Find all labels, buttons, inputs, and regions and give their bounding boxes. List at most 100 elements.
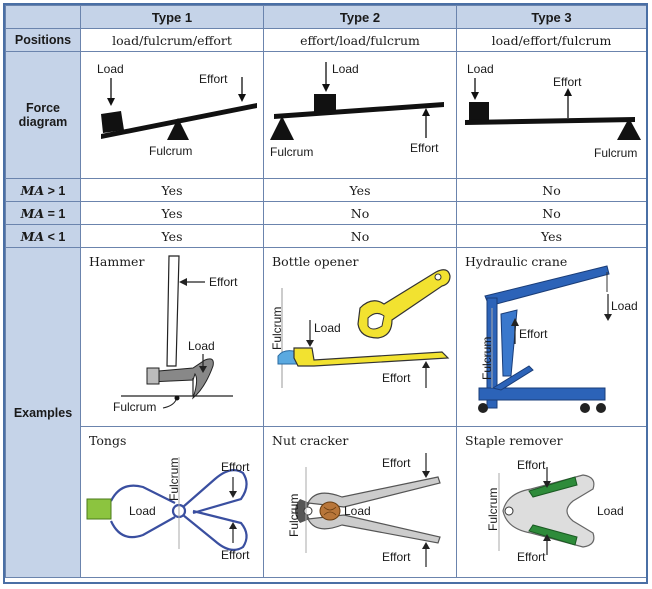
- ma-gt1-row: MA > 1 Yes Yes No: [5, 178, 646, 202]
- crane-load-arrowhead: [604, 314, 612, 321]
- ma-lt1-row: MA < 1 Yes No Yes: [5, 224, 646, 248]
- bottle-opener-title: Bottle opener: [272, 254, 359, 269]
- positions-row: Positions load/fulcrum/effort effort/loa…: [5, 28, 646, 52]
- examples-label: Examples: [5, 247, 81, 578]
- header-type-1: Type 1: [80, 5, 264, 29]
- lever-types-table-frame: Type 1 Type 2 Type 3 Positions load/fulc…: [3, 3, 648, 584]
- staple-remover-fulcrum-label: Fulcrum: [486, 488, 500, 531]
- ma-lt1-type-1: Yes: [80, 224, 264, 248]
- staple-remover-effort-label-top: Effort: [517, 458, 546, 472]
- tongs-held-object: [86, 498, 112, 520]
- type-3-effort-arrowhead: [564, 88, 572, 96]
- hydraulic-crane-title: Hydraulic crane: [465, 254, 568, 269]
- ma-eq1-type-3: No: [456, 201, 646, 225]
- opener-tool: [357, 269, 451, 339]
- type-3-diagram: Load Fulcrum Effort: [465, 62, 641, 160]
- force-diagram-type-2: Load Fulcrum Effort: [263, 51, 457, 179]
- tongs-fulcrum-label: Fulcrum: [167, 458, 181, 501]
- tongs-effort-label-bottom: Effort: [221, 548, 250, 562]
- type-3-effort-label: Effort: [553, 75, 582, 89]
- crane-load-label: Load: [611, 299, 638, 313]
- crane-effort-label: Effort: [519, 327, 548, 341]
- ma-eq1-row: MA = 1 Yes No No: [5, 201, 646, 225]
- nut-cracker-effort-arrowhead-top: [422, 471, 430, 478]
- hammer-title: Hammer: [89, 254, 145, 269]
- type-2-load-arrowhead: [322, 84, 330, 92]
- nut-cracker-title: Nut cracker: [272, 433, 349, 448]
- tongs-effort-label-top: Effort: [221, 460, 250, 474]
- hammer-load-label: Load: [188, 339, 215, 353]
- examples-row-1: Examples Hammer Fulcrum Effort Load: [5, 247, 646, 578]
- type-1-load-arrowhead: [107, 98, 115, 106]
- examples-row-2: Tongs Fulcrum Load Effort: [6, 426, 646, 578]
- type-3-fulcrum-triangle: [617, 118, 641, 140]
- type-3-load-label: Load: [467, 62, 494, 76]
- opener-effort-label: Effort: [382, 371, 411, 385]
- type-2-load-block: [314, 94, 336, 112]
- hammer-face: [146, 367, 160, 385]
- type-3-fulcrum-label: Fulcrum: [594, 146, 637, 160]
- staple-remover-effort-label-bottom: Effort: [517, 550, 546, 564]
- hydraulic-crane-illustration: Fulcrum Effort Load: [478, 265, 638, 413]
- positions-type-1: load/fulcrum/effort: [80, 28, 264, 52]
- crane-effort-arrowhead: [511, 318, 519, 326]
- staple-remover-illustration: Fulcrum Effort Effort Load: [486, 458, 624, 564]
- lever-types-table: Type 1 Type 2 Type 3 Positions load/fulc…: [5, 5, 646, 578]
- type-2-effort-label: Effort: [410, 141, 439, 155]
- staple-remover-effort-arrowhead-bottom: [543, 534, 551, 541]
- nut-cracker-load-label: Load: [344, 504, 371, 518]
- force-diagram-label: Force diagram: [5, 51, 81, 179]
- ma-lt1-label: MA < 1: [5, 224, 81, 248]
- tongs-effort-arrowhead-bottom: [229, 522, 237, 529]
- force-diagram-row: Force diagram Load Fulcrum Effort Load: [5, 51, 646, 179]
- tongs-title: Tongs: [89, 433, 127, 448]
- header-row: Type 1 Type 2 Type 3: [5, 5, 646, 29]
- ma-eq1-label: MA = 1: [5, 201, 81, 225]
- header-corner: [5, 5, 81, 29]
- ma-gt1-type-2: Yes: [263, 178, 457, 202]
- type-1-diagram: Load Fulcrum Effort: [97, 62, 257, 158]
- hammer-effort-arrowhead: [179, 278, 187, 286]
- hammer-fulcrum-dot: [174, 395, 180, 401]
- type-3-load-block: [469, 102, 489, 120]
- opener-lever-side-view: [293, 347, 450, 367]
- hammer-fulcrum-pointer: [162, 399, 177, 409]
- positions-type-3: load/effort/fulcrum: [456, 28, 646, 52]
- type-1-fulcrum-label: Fulcrum: [149, 144, 192, 158]
- type-1-fulcrum-triangle: [167, 118, 189, 140]
- type-1-load-label: Load: [97, 62, 124, 76]
- type-1-load-block: [101, 111, 124, 133]
- example-hammer: Hammer Fulcrum Effort Load: [80, 247, 264, 427]
- type-2-fulcrum-label: Fulcrum: [270, 145, 313, 159]
- hammer-handle: [166, 255, 180, 367]
- positions-type-2: effort/load/fulcrum: [263, 28, 457, 52]
- ma-gt1-type-1: Yes: [80, 178, 264, 202]
- staple-remover-load-label: Load: [597, 504, 624, 518]
- opener-fulcrum-label: Fulcrum: [270, 307, 284, 350]
- nut-cracker-effort-arrowhead-bottom: [422, 542, 430, 549]
- tongs-shape: [109, 468, 248, 552]
- staple-remover-shape: [502, 474, 595, 548]
- nut-cracker-illustration: Fulcrum Load Effort Effort: [287, 453, 441, 567]
- tongs-load-label: Load: [129, 504, 156, 518]
- example-bottle-opener: Bottle opener Fulcrum Load: [263, 247, 457, 427]
- type-3-lever-bar: [465, 117, 635, 125]
- force-diagram-type-3: Load Fulcrum Effort: [456, 51, 646, 179]
- positions-label: Positions: [5, 28, 81, 52]
- hammer-effort-label: Effort: [209, 275, 238, 289]
- example-staple-remover: Staple remover Fulcrum Effort Ef: [456, 426, 646, 578]
- tongs-illustration: Fulcrum Load Effort Effort: [86, 457, 250, 562]
- ma-lt1-type-3: Yes: [456, 224, 646, 248]
- ma-gt1-type-3: No: [456, 178, 646, 202]
- ma-eq1-type-1: Yes: [80, 201, 264, 225]
- opener-effort-arrowhead: [422, 361, 430, 368]
- tongs-effort-arrowhead-top: [229, 491, 237, 498]
- type-3-load-arrowhead: [471, 92, 479, 100]
- type-2-load-label: Load: [332, 62, 359, 76]
- force-diagram-label-line2: diagram: [18, 115, 68, 129]
- opener-load-arrowhead: [306, 340, 314, 347]
- type-2-effort-arrowhead: [422, 108, 430, 116]
- type-2-diagram: Load Fulcrum Effort: [270, 62, 444, 159]
- example-nut-cracker: Nut cracker Fulcrum Load Effort: [263, 426, 457, 578]
- crane-fulcrum-label: Fulcrum: [480, 337, 494, 380]
